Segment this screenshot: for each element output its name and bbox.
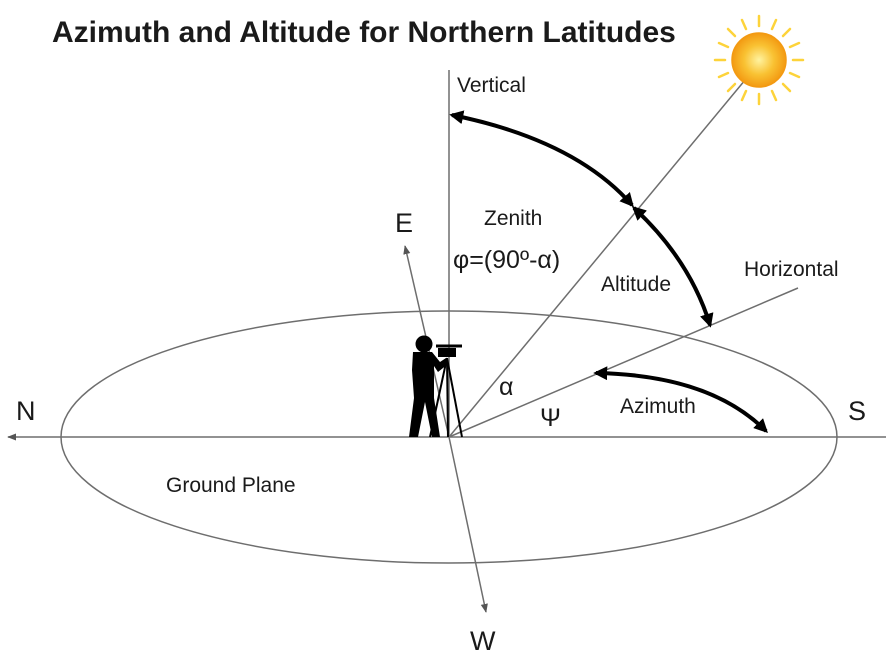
surveyor-with-theodolite-icon <box>409 335 463 438</box>
ground-plane-label: Ground Plane <box>166 474 296 497</box>
west-label: W <box>470 626 496 656</box>
alpha-label: α <box>499 373 513 401</box>
altitude-label: Altitude <box>601 273 671 296</box>
azimuth-label: Azimuth <box>620 395 696 418</box>
azimuth-arc <box>593 366 768 433</box>
page-title: Azimuth and Altitude for Northern Latitu… <box>52 16 676 49</box>
west-axis <box>448 436 488 613</box>
zenith-arc <box>449 110 634 208</box>
horizontal-label: Horizontal <box>744 258 839 281</box>
east-label: E <box>395 208 413 238</box>
altitude-arc <box>631 206 714 328</box>
south-label: S <box>848 396 866 426</box>
zenith-formula: φ=(90º-α) <box>453 246 560 274</box>
sun-icon <box>713 14 805 106</box>
vertical-label: Vertical <box>457 74 526 97</box>
zenith-label: Zenith <box>484 207 542 230</box>
psi-label: Ψ <box>540 404 561 432</box>
north-label: N <box>16 396 36 426</box>
sun-direction-line <box>448 61 761 438</box>
horizontal-line <box>448 287 799 438</box>
